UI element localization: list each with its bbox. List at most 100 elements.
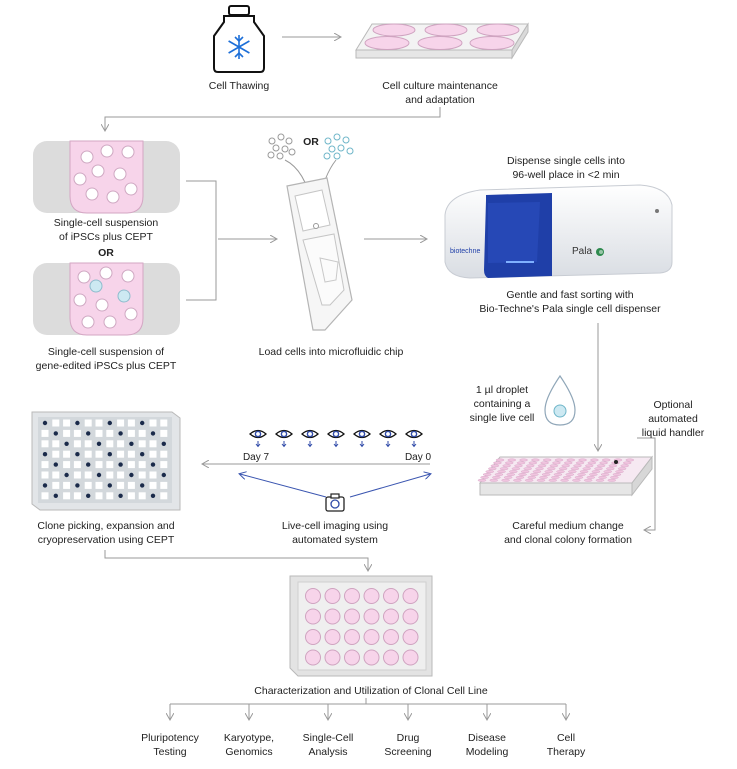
well (502, 464, 511, 468)
well (601, 458, 611, 462)
well (608, 464, 618, 468)
snowflake-icon (228, 35, 250, 59)
clone-dot (150, 462, 156, 467)
careful-medium-label: Careful medium change and clonal colony … (504, 520, 632, 546)
well (509, 470, 518, 474)
well (566, 458, 576, 462)
clone-dot (42, 452, 48, 457)
empty-well (41, 461, 49, 469)
empty-well (63, 481, 71, 489)
empty-well (106, 492, 114, 500)
empty-well (117, 440, 125, 448)
suspension-1-label: Single-cell suspension of iPSCs plus CEP… (53, 217, 159, 243)
well (600, 473, 610, 476)
well (324, 608, 341, 625)
optional-handler-label: Optional automated liquid handler (641, 399, 705, 439)
well (595, 478, 605, 482)
well (583, 478, 593, 482)
empty-well (95, 461, 103, 469)
empty-well (41, 440, 49, 448)
empty-well (138, 471, 146, 479)
empty-well (73, 440, 81, 448)
clone-dot (118, 493, 123, 498)
empty-well (127, 461, 135, 469)
well (607, 478, 617, 482)
load-chip-label: Load cells into microfluidic chip (258, 346, 404, 358)
clone-dot (150, 431, 156, 436)
empty-well (84, 471, 92, 479)
empty-well (73, 429, 81, 437)
empty-well (95, 429, 103, 437)
well (305, 629, 321, 645)
well (572, 478, 581, 482)
clone-dot (75, 483, 80, 488)
empty-well (41, 471, 49, 479)
clone-dot (64, 441, 69, 446)
empty-well (95, 419, 103, 427)
empty-well (138, 429, 146, 437)
empty-well (52, 471, 60, 479)
well (402, 649, 419, 666)
empty-well (73, 461, 81, 469)
empty-well (106, 471, 114, 479)
clone-dot (107, 452, 113, 457)
well (625, 458, 635, 462)
outcome-connectors (170, 698, 566, 719)
well (501, 478, 510, 482)
well (511, 467, 521, 471)
cell-dots-left (267, 133, 296, 160)
empty-well (84, 419, 92, 427)
clone-dot (53, 431, 58, 436)
well (523, 467, 532, 471)
empty-well (160, 461, 168, 469)
clone-dot (75, 452, 80, 457)
well (560, 478, 569, 482)
well (518, 473, 527, 476)
clone-dot (140, 483, 145, 488)
eye-icon (379, 429, 397, 448)
well (477, 478, 487, 482)
well (622, 461, 632, 465)
clone-dot (96, 472, 102, 478)
well (537, 464, 547, 468)
well (324, 588, 341, 604)
clone-dot (86, 431, 91, 436)
well (519, 458, 528, 462)
empty-well (160, 492, 168, 500)
well (594, 467, 603, 471)
well (565, 473, 574, 476)
dispense-label: Dispense single cells into 96-well place… (507, 155, 625, 181)
clone-picking-label: Clone picking, expansion and cryopreserv… (37, 520, 175, 546)
clone-dot (161, 472, 166, 478)
empty-well (117, 450, 125, 458)
well (589, 473, 598, 476)
empty-well (127, 481, 135, 489)
well (570, 467, 580, 471)
clone-dot (53, 493, 58, 498)
well (514, 464, 523, 468)
well (548, 478, 558, 482)
biotechne-logo: biotechne (450, 248, 481, 255)
well (541, 473, 551, 476)
well (544, 470, 553, 474)
empty-well (84, 440, 92, 448)
well (383, 608, 399, 625)
clone-dot (53, 462, 58, 467)
well (563, 461, 573, 465)
well (363, 588, 380, 604)
well (363, 629, 380, 645)
well (556, 470, 565, 474)
well (324, 629, 341, 645)
clone-dot (129, 441, 134, 446)
empty-well (41, 429, 49, 437)
day0-label: Day 0 (404, 452, 432, 463)
characterization-label: Characterization and Utilization of Clon… (254, 685, 488, 697)
well (532, 470, 542, 474)
empty-well (63, 492, 71, 500)
well (402, 608, 419, 625)
well (528, 461, 538, 465)
culture-label: Cell culture maintenance and adaptation (382, 80, 498, 106)
